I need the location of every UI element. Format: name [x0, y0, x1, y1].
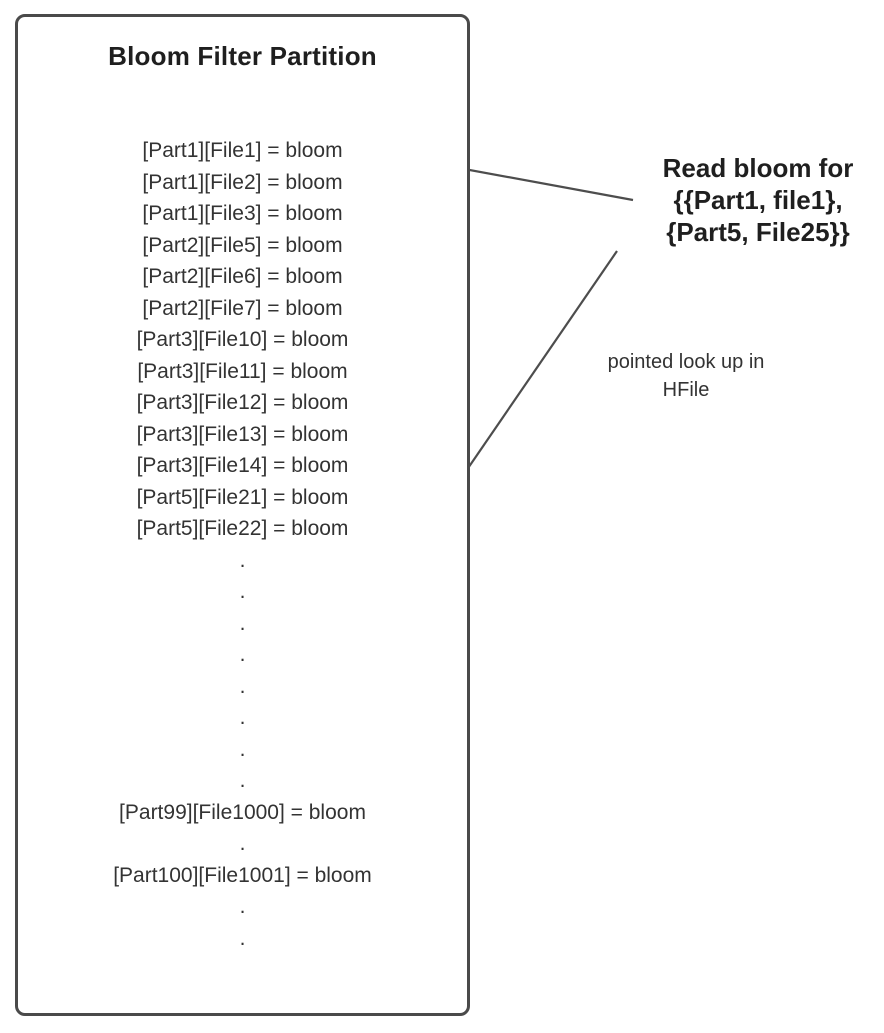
- ellipsis-dot: .: [239, 895, 246, 918]
- partition-entry: [Part5][File21] = bloom: [136, 485, 349, 509]
- ellipsis-dot: .: [239, 580, 246, 603]
- ellipsis-dot: .: [239, 548, 246, 572]
- partition-entry: [Part1][File1] = bloom: [142, 139, 343, 162]
- partition-entry: [Part2][File6] = bloom: [142, 265, 343, 288]
- partition-entry: [Part100][File1001] = bloom: [113, 863, 372, 887]
- pointed-lookup-annotation: pointed look up in HFile: [586, 348, 786, 404]
- ellipsis-dot: .: [239, 706, 246, 729]
- pointed-lookup-line: HFile: [662, 379, 710, 401]
- partition-entry: [Part3][File14] = bloom: [136, 454, 349, 477]
- bloom-filter-partition-box: Bloom Filter Partition [Part1][File1] = …: [15, 14, 470, 1016]
- partition-entry: [Part3][File12] = bloom: [136, 391, 349, 414]
- box-title: Bloom Filter Partition: [108, 41, 377, 71]
- partition-entry: [Part3][File10] = bloom: [136, 328, 349, 351]
- ellipsis-dot: .: [239, 611, 246, 635]
- ellipsis-dot: .: [239, 769, 246, 792]
- partition-entry: [Part1][File3] = bloom: [142, 202, 343, 225]
- partition-entry: [Part3][File13] = bloom: [136, 422, 349, 446]
- entry-list: [Part1][File1] = bloom [Part1][File2] = …: [18, 135, 467, 954]
- read-bloom-line: {{Part1, file1},: [673, 185, 843, 215]
- pointed-lookup-line: pointed look up in: [607, 351, 765, 373]
- partition-entry: [Part2][File5] = bloom: [142, 233, 343, 257]
- partition-entry: [Part3][File11] = bloom: [137, 359, 348, 383]
- ellipsis-dot: .: [239, 832, 246, 855]
- partition-entry: [Part1][File2] = bloom: [142, 170, 343, 194]
- read-bloom-line: {Part5, File25}}: [666, 217, 850, 247]
- ellipsis-dot: .: [239, 926, 246, 950]
- read-bloom-line: Read bloom for: [662, 153, 854, 183]
- partition-entry: [Part99][File1000] = bloom: [119, 800, 366, 824]
- read-bloom-annotation: Read bloom for {{Part1, file1}, {Part5, …: [633, 152, 883, 248]
- ellipsis-dot: .: [239, 737, 246, 761]
- partition-entry: [Part5][File22] = bloom: [136, 517, 349, 540]
- ellipsis-dot: .: [239, 674, 246, 698]
- ellipsis-dot: .: [239, 643, 246, 666]
- partition-entry: [Part2][File7] = bloom: [142, 296, 343, 320]
